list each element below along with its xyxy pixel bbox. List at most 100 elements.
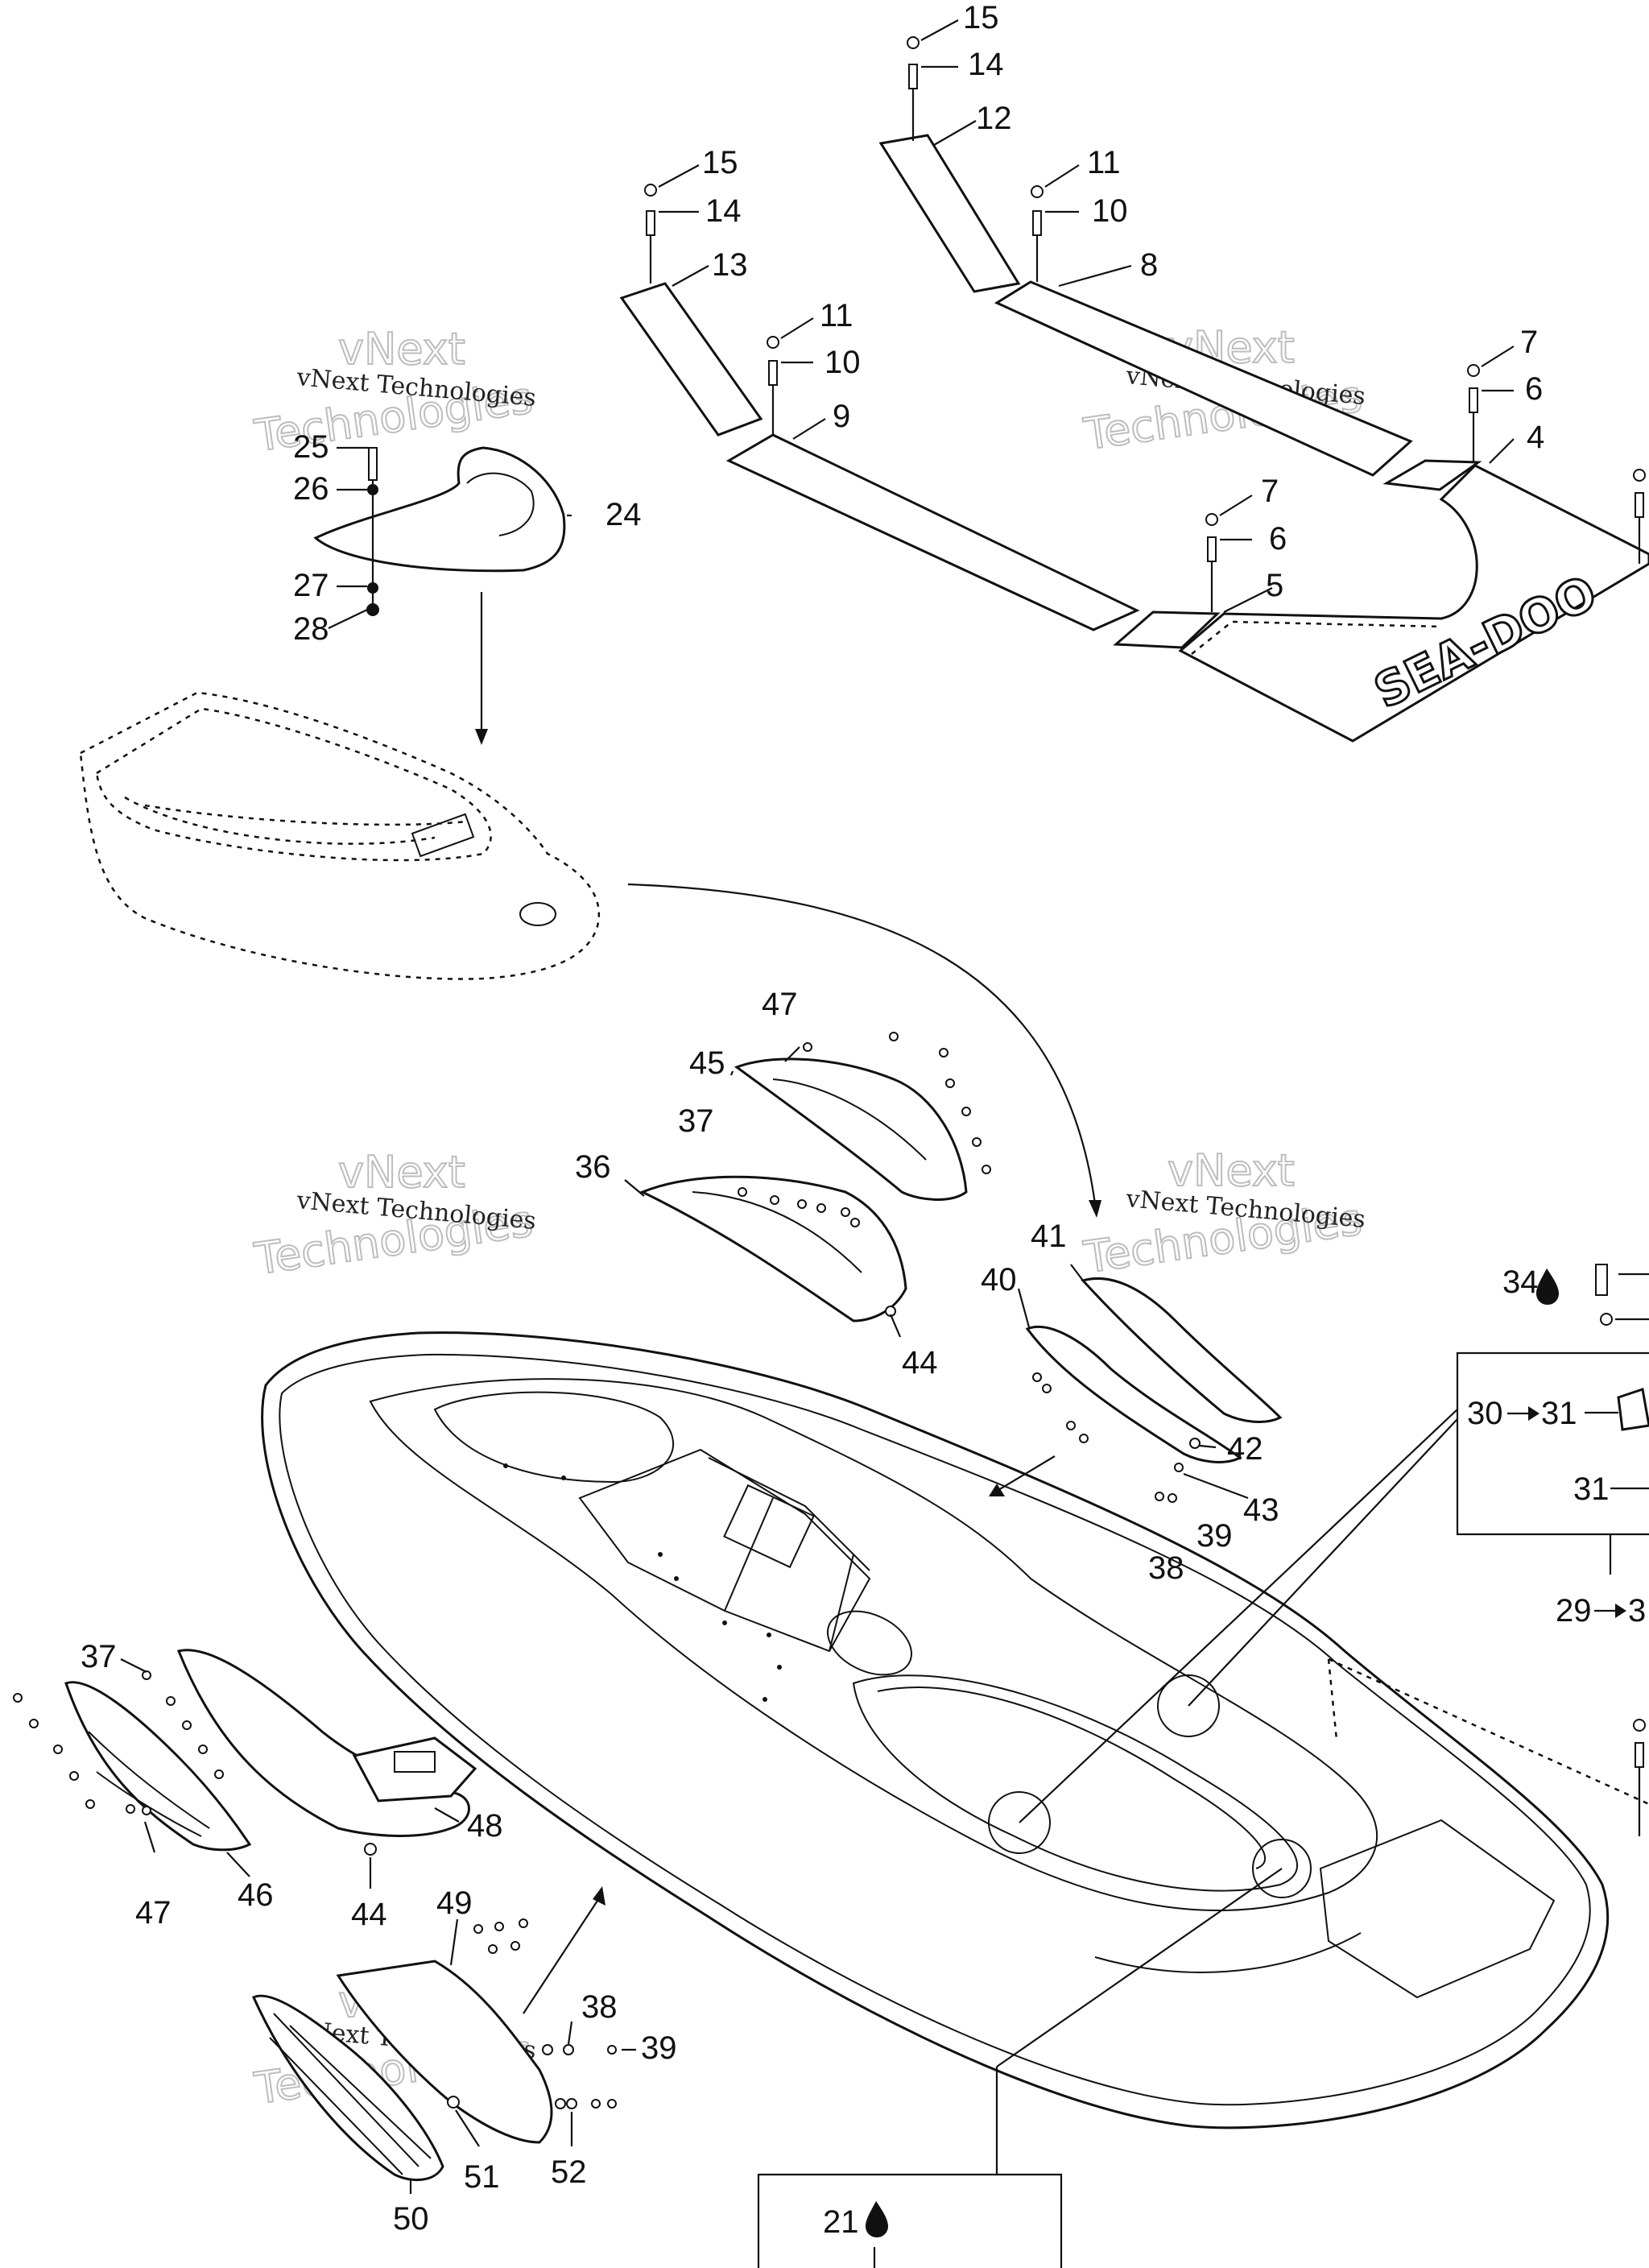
grab-handle-45 xyxy=(734,1057,968,1201)
screw-set-left xyxy=(13,1670,224,1815)
callout-37b: 37 xyxy=(81,1639,117,1674)
callout-25: 25 xyxy=(293,429,329,465)
callout-29-to: 3 xyxy=(1628,1593,1646,1629)
nut-28 xyxy=(366,603,379,616)
bolt-25 xyxy=(368,447,378,481)
callout-29: 29 xyxy=(1556,1593,1592,1629)
panel-46 xyxy=(64,1681,252,1852)
main-hull xyxy=(261,1331,1649,2175)
mat-pad-5 xyxy=(1113,610,1221,649)
rail-41 xyxy=(1081,1277,1283,1423)
callout-46: 46 xyxy=(238,1877,274,1913)
callout-43: 43 xyxy=(1243,1492,1279,1528)
arrow-icon-29 xyxy=(1594,1604,1626,1618)
callout-31b: 31 xyxy=(1573,1471,1610,1507)
bolt-38-top xyxy=(1155,1492,1164,1501)
handle-assembly xyxy=(624,1032,991,1338)
callout-44a: 44 xyxy=(902,1345,938,1380)
callout-34: 34 xyxy=(1502,1264,1539,1300)
callout-labels: 15 14 12 15 14 13 11 10 8 11 10 9 7 6 4 … xyxy=(81,0,1646,2240)
callout-47a: 47 xyxy=(762,987,798,1022)
watermark-mid-right: vNext Technologies vNext Technologies xyxy=(1080,1144,1366,1284)
callout-10b: 10 xyxy=(824,345,861,380)
left-panel-assembly xyxy=(13,1649,477,1889)
callout-5: 5 xyxy=(1266,568,1283,603)
drop-icon-34 xyxy=(1536,1269,1559,1305)
callout-11b: 11 xyxy=(820,298,853,333)
mat-strip-8 xyxy=(994,280,1413,477)
callout-38b: 38 xyxy=(581,1989,618,2025)
callout-15b: 15 xyxy=(702,145,738,180)
callout-39a: 39 xyxy=(1196,1518,1233,1554)
arrow-icon-30-31 xyxy=(1507,1406,1539,1421)
callout-47b: 47 xyxy=(135,1895,172,1931)
panel-49 xyxy=(336,1960,553,2144)
watermark-top-left: vNext Technologies vNext Technologies xyxy=(250,323,537,462)
callout-11a: 11 xyxy=(1087,145,1121,180)
callout-8: 8 xyxy=(1140,247,1158,283)
seat-assembly xyxy=(313,446,572,745)
rail-40 xyxy=(1025,1325,1242,1463)
callout-40: 40 xyxy=(981,1262,1017,1297)
callout-6a: 6 xyxy=(1525,371,1543,407)
svg-text:vNext: vNext xyxy=(1168,1145,1295,1196)
screw-51 xyxy=(447,2096,460,2109)
seat-cushion-24 xyxy=(313,446,566,573)
detail-circle-c xyxy=(1252,1839,1312,1898)
callout-box-right xyxy=(1456,1264,1649,1575)
mat-strip-9 xyxy=(725,433,1140,631)
screw-set-47 xyxy=(803,1032,991,1174)
callout-27: 27 xyxy=(293,568,329,603)
callout-4: 4 xyxy=(1527,420,1544,455)
callout-50: 50 xyxy=(393,2201,429,2237)
svg-text:vNext: vNext xyxy=(338,1147,465,1198)
hull-outer xyxy=(261,1331,1610,2129)
callout-13: 13 xyxy=(712,247,748,283)
callout-12: 12 xyxy=(976,101,1012,136)
callout-31a: 31 xyxy=(1541,1396,1577,1431)
callout-36: 36 xyxy=(575,1149,611,1185)
callout-48: 48 xyxy=(467,1808,503,1844)
screw-44-left xyxy=(364,1843,377,1856)
callout-30: 30 xyxy=(1467,1396,1503,1431)
callout-39b: 39 xyxy=(641,2030,677,2066)
washer-26 xyxy=(367,484,378,495)
side-panel-36 xyxy=(639,1175,907,1322)
mat-strip-12 xyxy=(878,134,1021,293)
callout-44b: 44 xyxy=(351,1897,387,1932)
callout-21: 21 xyxy=(823,2204,859,2240)
washer-27 xyxy=(367,582,378,594)
callout-7b: 7 xyxy=(1261,474,1279,509)
mat-strip-13 xyxy=(619,282,763,437)
callout-24: 24 xyxy=(605,497,642,532)
callout-49: 49 xyxy=(436,1885,473,1921)
screw-set-bottom xyxy=(473,1918,617,2109)
callout-28: 28 xyxy=(293,611,329,647)
callout-52: 52 xyxy=(551,2154,587,2190)
callout-15a: 15 xyxy=(963,0,999,35)
callout-26: 26 xyxy=(293,471,329,507)
callout-45: 45 xyxy=(689,1045,725,1081)
detail-circle-b xyxy=(988,1791,1051,1854)
washer-39-top xyxy=(1168,1493,1177,1503)
callout-41: 41 xyxy=(1031,1219,1067,1254)
screw-set-37-top xyxy=(738,1187,860,1227)
fastener-stacks-top xyxy=(644,19,1646,1836)
rail-assembly xyxy=(989,1264,1283,1503)
detail-circle-a xyxy=(1157,1674,1220,1737)
callout-9: 9 xyxy=(833,399,850,434)
screw-42 xyxy=(1189,1438,1201,1449)
callout-37a: 37 xyxy=(678,1103,714,1139)
callout-10a: 10 xyxy=(1092,193,1128,229)
hull-cap-icon xyxy=(519,902,556,926)
lower-panel-assembly xyxy=(252,1886,636,2194)
callout-42: 42 xyxy=(1227,1431,1263,1467)
callout-51: 51 xyxy=(464,2159,500,2195)
callout-7a: 7 xyxy=(1520,325,1538,360)
callout-38a: 38 xyxy=(1148,1550,1184,1586)
drop-icon-21 xyxy=(866,2201,888,2237)
callout-box-bottom xyxy=(757,2173,1063,2268)
callout-14b: 14 xyxy=(705,193,742,229)
mat-pad-4 xyxy=(1382,459,1482,491)
